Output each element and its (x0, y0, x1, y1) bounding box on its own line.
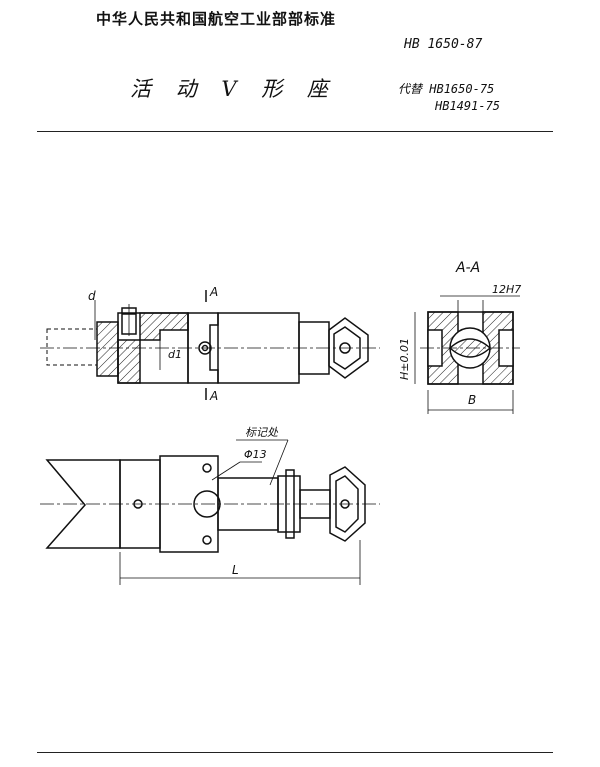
front-view (40, 290, 380, 400)
dim-d1-label: d1 (168, 348, 182, 361)
dim-b-label: B (468, 393, 476, 407)
dim-hole-label: Φ13 (244, 448, 267, 461)
replaces-line-1: 代替 HB1650-75 (398, 80, 494, 97)
section-mark-bottom: A (209, 389, 218, 403)
header-rule (37, 131, 553, 132)
section-title: A-A (455, 260, 480, 276)
document-title: 活 动 V 形 座 (130, 77, 337, 101)
replaces-standard-2: HB1491-75 (435, 99, 501, 113)
replaces-standard-1: HB1650-75 (429, 82, 495, 96)
replaces-label: 代替 (398, 82, 423, 96)
dim-l-label: L (232, 563, 239, 577)
section-mark-top: A (209, 285, 218, 299)
section-view (414, 295, 520, 414)
fit-label: 12H7 (492, 283, 521, 296)
organization-header: 中华人民共和国航空工业部部标准 (96, 10, 337, 28)
dim-d-label: d (88, 289, 96, 303)
standard-number: HB 1650-87 (404, 37, 483, 52)
footer-rule (37, 752, 553, 753)
top-view (40, 439, 380, 585)
marking-note: 标记处 (245, 426, 279, 439)
dim-h-label: H±0.01 (398, 338, 411, 380)
